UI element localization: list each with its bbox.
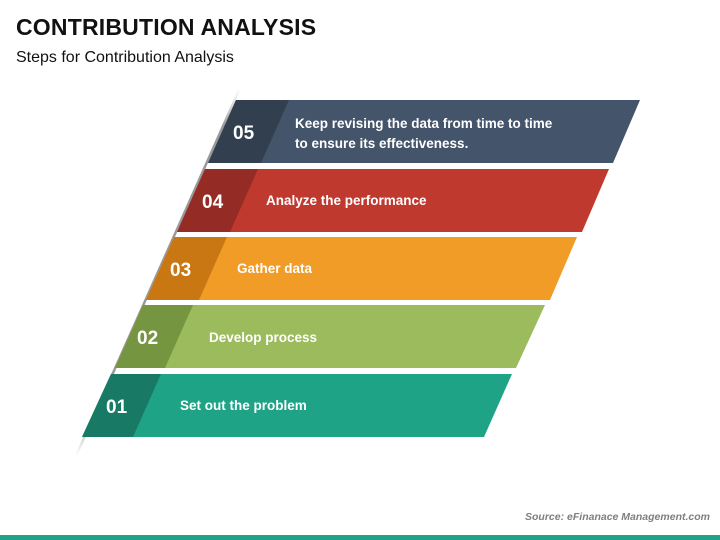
step-02: 02 Develop process xyxy=(115,305,545,368)
source-credit: Source: eFinanace Management.com xyxy=(525,511,710,523)
step-01-number-block xyxy=(82,374,161,437)
step-03-number: 03 xyxy=(170,260,191,281)
step-04-band xyxy=(177,169,609,232)
step-03-text: Gather data xyxy=(237,261,313,276)
step-05-text-line2: to ensure its effectiveness. xyxy=(295,136,468,151)
step-05: 05 Keep revising the data from time to t… xyxy=(208,100,640,163)
step-05-number-block xyxy=(208,100,289,163)
step-05-band xyxy=(208,100,640,163)
step-01-text: Set out the problem xyxy=(180,398,307,413)
page-subtitle: Steps for Contribution Analysis xyxy=(16,49,234,66)
step-01: 01 Set out the problem xyxy=(82,374,512,437)
step-03-number-block xyxy=(146,237,227,300)
step-04-text: Analyze the performance xyxy=(266,193,427,208)
page-title: CONTRIBUTION ANALYSIS xyxy=(16,14,317,40)
bottom-accent-bar xyxy=(0,535,720,540)
step-02-text: Develop process xyxy=(209,330,317,345)
step-03: 03 Gather data xyxy=(146,237,577,300)
step-02-band xyxy=(115,305,545,368)
step-01-band xyxy=(82,374,512,437)
step-04: 04 Analyze the performance xyxy=(177,169,609,232)
step-05-text-line1: Keep revising the data from time to time xyxy=(295,116,553,131)
step-05-number: 05 xyxy=(233,123,255,144)
step-04-number: 04 xyxy=(202,192,224,213)
step-02-number-block xyxy=(115,305,193,368)
step-03-band xyxy=(146,237,577,300)
step-04-number-block xyxy=(177,169,258,232)
step-02-number: 02 xyxy=(137,328,158,349)
step-01-number: 01 xyxy=(106,397,128,418)
